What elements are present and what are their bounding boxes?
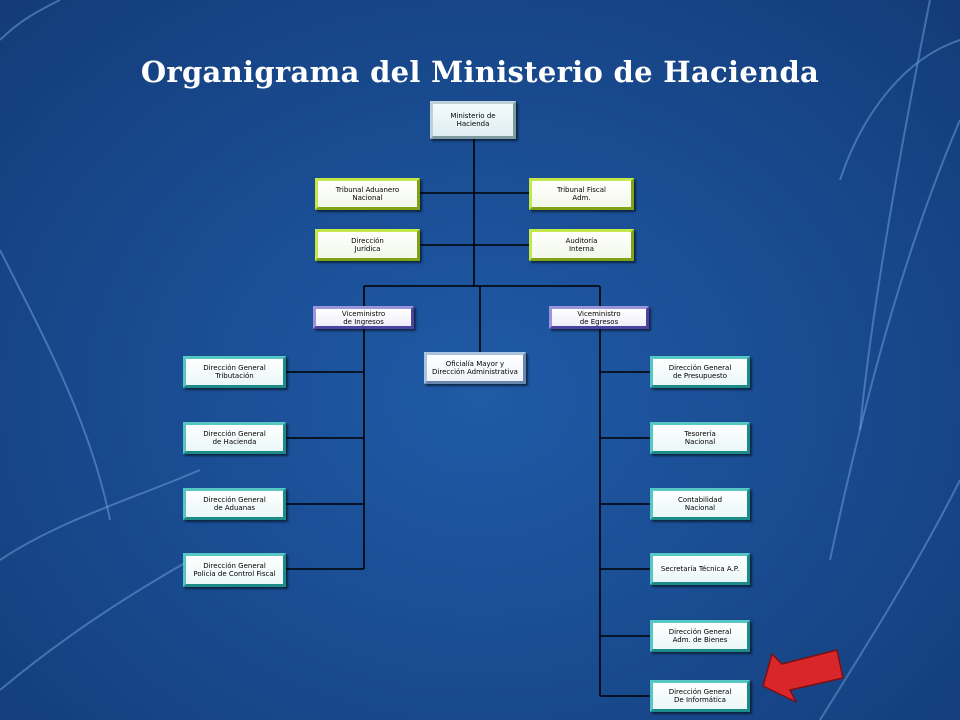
node-viceministro-de-ingresos: Viceministro de Ingresos [313, 306, 414, 329]
node-viceministro-de-egresos: Viceministro de Egresos [549, 306, 649, 329]
node-dg-informatica: Dirección General De Informática [650, 680, 750, 712]
node-dg-aduanas: Dirección General de Aduanas [183, 488, 286, 520]
node-oficialia-mayor: Oficialía Mayor y Dirección Administrati… [424, 352, 526, 384]
node-tribunal-aduanero-nacional: Tribunal Aduanero Nacional [315, 178, 420, 210]
page-title: Organigrama del Ministerio de Hacienda [140, 55, 820, 89]
node-direccion-juridica: Dirección Jurídica [315, 229, 420, 261]
node-dg-hacienda: Dirección General de Hacienda [183, 422, 286, 454]
node-contabilidad-nacional: Contabilidad Nacional [650, 488, 750, 520]
node-dg-presupuesto: Dirección General de Presupuesto [650, 356, 750, 388]
node-dg-policia-control-fiscal: Dirección General Policía de Control Fis… [183, 553, 286, 587]
node-auditoria-interna: Auditoría Interna [529, 229, 634, 261]
node-tesoreria-nacional: Tesorería Nacional [650, 422, 750, 454]
node-secretaria-tecnica: Secretaría Técnica A.P. [650, 553, 750, 585]
node-ministerio-de-hacienda: Ministerio de Hacienda [430, 101, 516, 139]
node-tribunal-fiscal-adm: Tribunal Fiscal Adm. [529, 178, 634, 210]
node-dg-tributacion: Dirección General Tributación [183, 356, 286, 388]
node-dg-adm-bienes: Dirección General Adm. de Bienes [650, 620, 750, 652]
